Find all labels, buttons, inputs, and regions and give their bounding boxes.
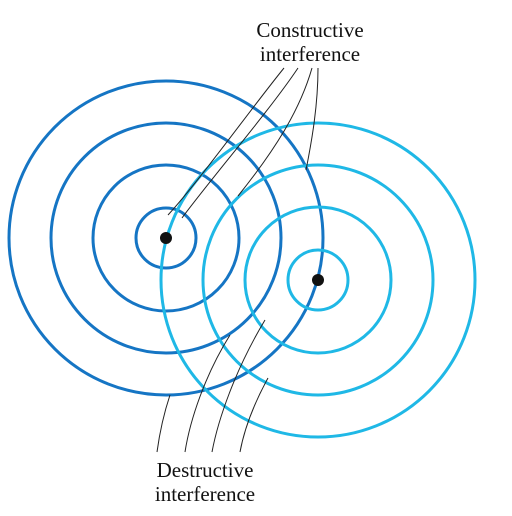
constructive-label-line-1: Constructive (256, 18, 364, 42)
constructive-label-line-2: interference (259, 42, 361, 66)
constructive-leader-lines (167, 67, 319, 219)
destructive-interference-label: Destructive interference (140, 458, 270, 506)
constructive-leader-2 (181, 67, 299, 219)
source-a-ring-2 (91, 163, 241, 313)
destructive-label-line-2: interference (154, 482, 256, 506)
constructive-leader-4 (305, 67, 319, 171)
source-b-ring-3 (201, 163, 435, 397)
source-a-ring-4 (7, 79, 325, 397)
destructive-leader-3 (211, 319, 266, 453)
source-b-ring-2 (243, 205, 393, 355)
source-a-dot (160, 232, 172, 244)
constructive-interference-label: Constructive interference (240, 18, 380, 66)
constructive-leader-1 (167, 67, 285, 216)
destructive-leader-2 (184, 334, 231, 453)
destructive-leader-1 (156, 394, 171, 453)
source-a-ring-3 (49, 121, 283, 355)
source-a-ring-1 (134, 206, 198, 270)
source-b-wavefronts (159, 121, 477, 439)
destructive-leader-lines (156, 319, 269, 453)
constructive-leader-3 (237, 67, 313, 197)
source-b-ring-4 (159, 121, 477, 439)
source-a-wavefronts (7, 79, 325, 397)
destructive-label-line-1: Destructive (156, 458, 254, 482)
destructive-leader-4 (239, 377, 269, 453)
source-b-dot (312, 274, 324, 286)
source-b-ring-1 (286, 248, 350, 312)
